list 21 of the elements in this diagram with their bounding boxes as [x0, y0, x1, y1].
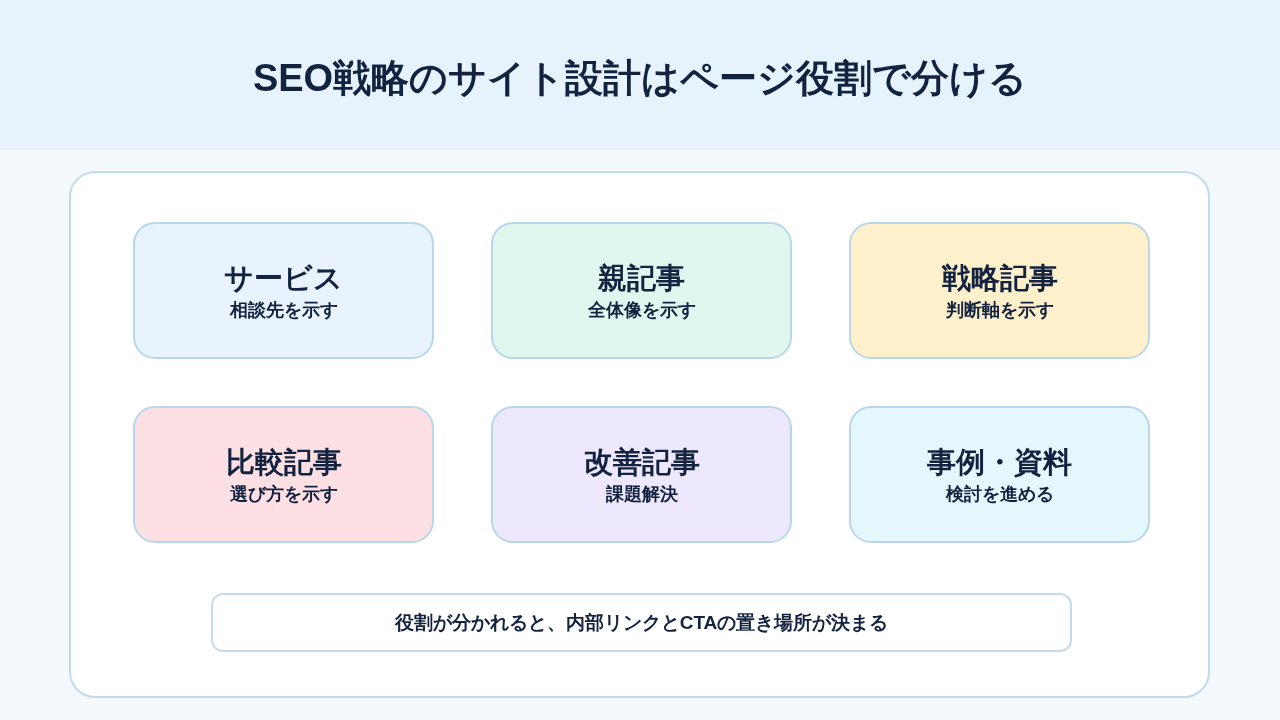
note-panel: [211, 593, 1072, 652]
note-text: 役割が分かれると、内部リンクとCTAの置き場所が決まる: [394, 610, 889, 635]
card-title: サービス: [224, 260, 343, 296]
card-title: 戦略記事: [941, 260, 1058, 296]
card-subtitle: 課題解決: [605, 482, 678, 506]
role-card: [133, 222, 434, 359]
role-card: [849, 222, 1150, 359]
page-title: SEO戦略のサイト設計はページ役割で分ける: [251, 56, 1029, 101]
card-subtitle: 相談先を示す: [229, 298, 338, 322]
card-subtitle: 判断軸を示す: [945, 298, 1054, 322]
role-card: [491, 406, 792, 543]
role-card: [849, 406, 1150, 543]
card-title: 比較記事: [225, 444, 342, 480]
card-title: 事例・資料: [927, 444, 1072, 480]
card-subtitle: 検討を進める: [945, 482, 1054, 506]
role-card: [133, 406, 434, 543]
card-subtitle: 選び方を示す: [229, 482, 338, 506]
card-title: 親記事: [598, 260, 685, 296]
card-subtitle: 全体像を示す: [587, 298, 696, 322]
card-title: 改善記事: [583, 444, 700, 480]
role-card: [491, 222, 792, 359]
